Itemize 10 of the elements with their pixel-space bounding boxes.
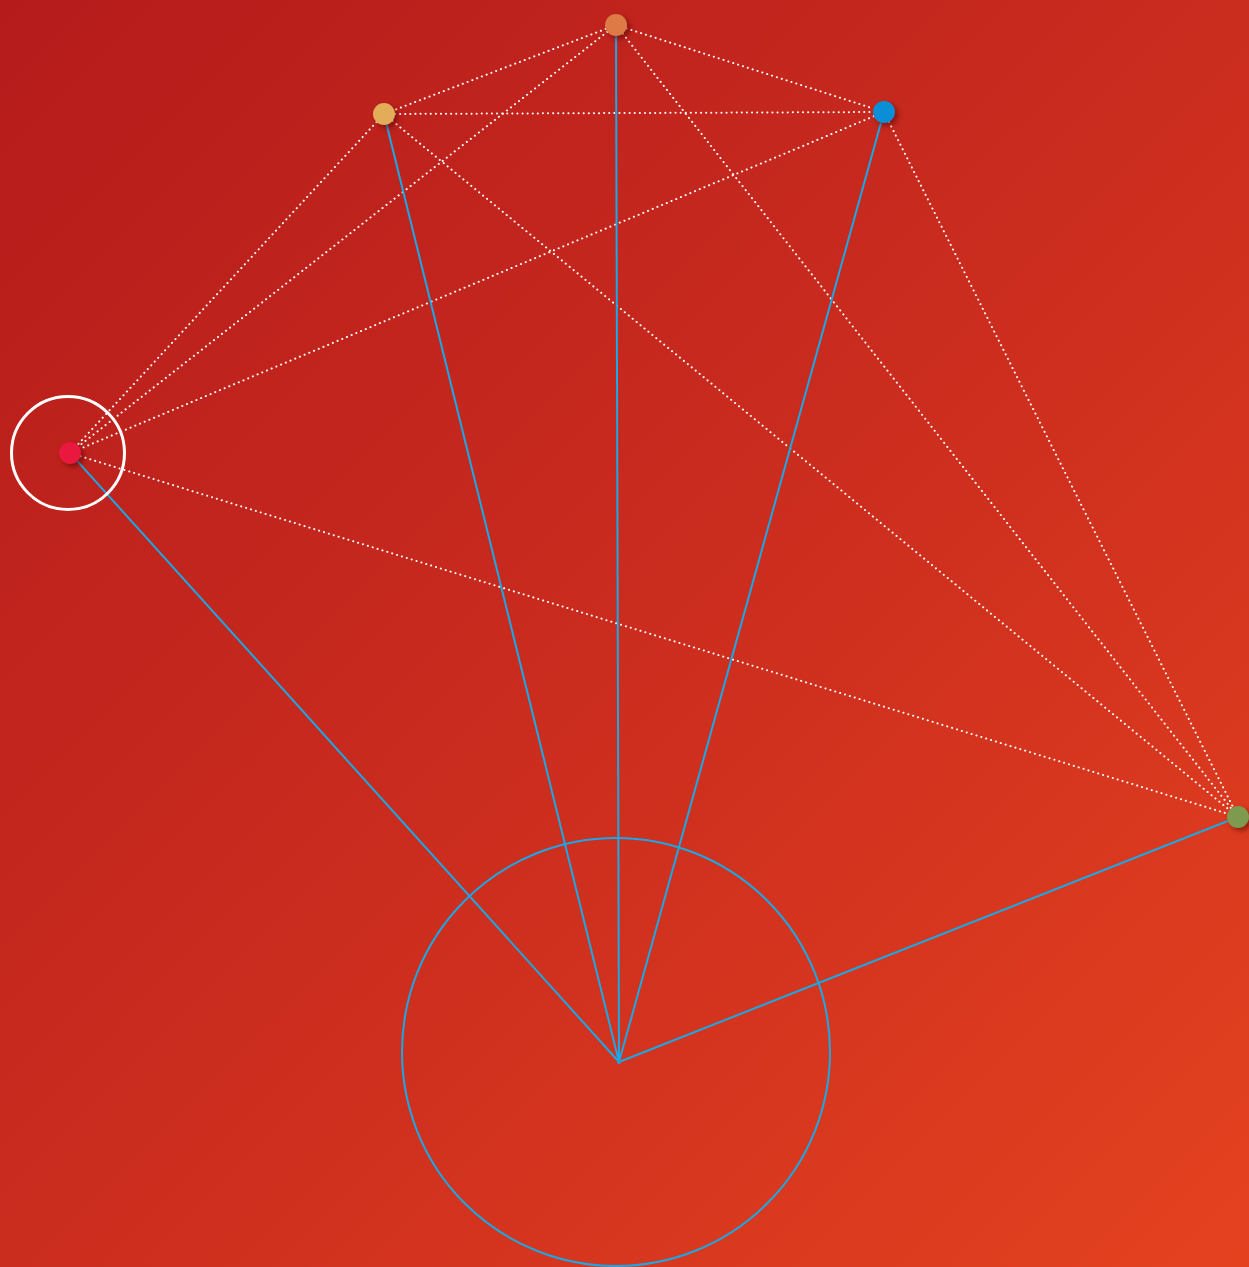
connector-line [618, 121, 883, 1062]
connector-line [76, 460, 619, 1062]
dotted-line [76, 121, 378, 446]
connector-line [385, 123, 620, 1062]
connector-line [619, 820, 1229, 1063]
dotted-line [79, 455, 1229, 815]
hub-point [617, 1060, 621, 1064]
dotted-line [887, 120, 1235, 809]
connector-line [615, 35, 620, 1061]
ring [10, 395, 126, 511]
